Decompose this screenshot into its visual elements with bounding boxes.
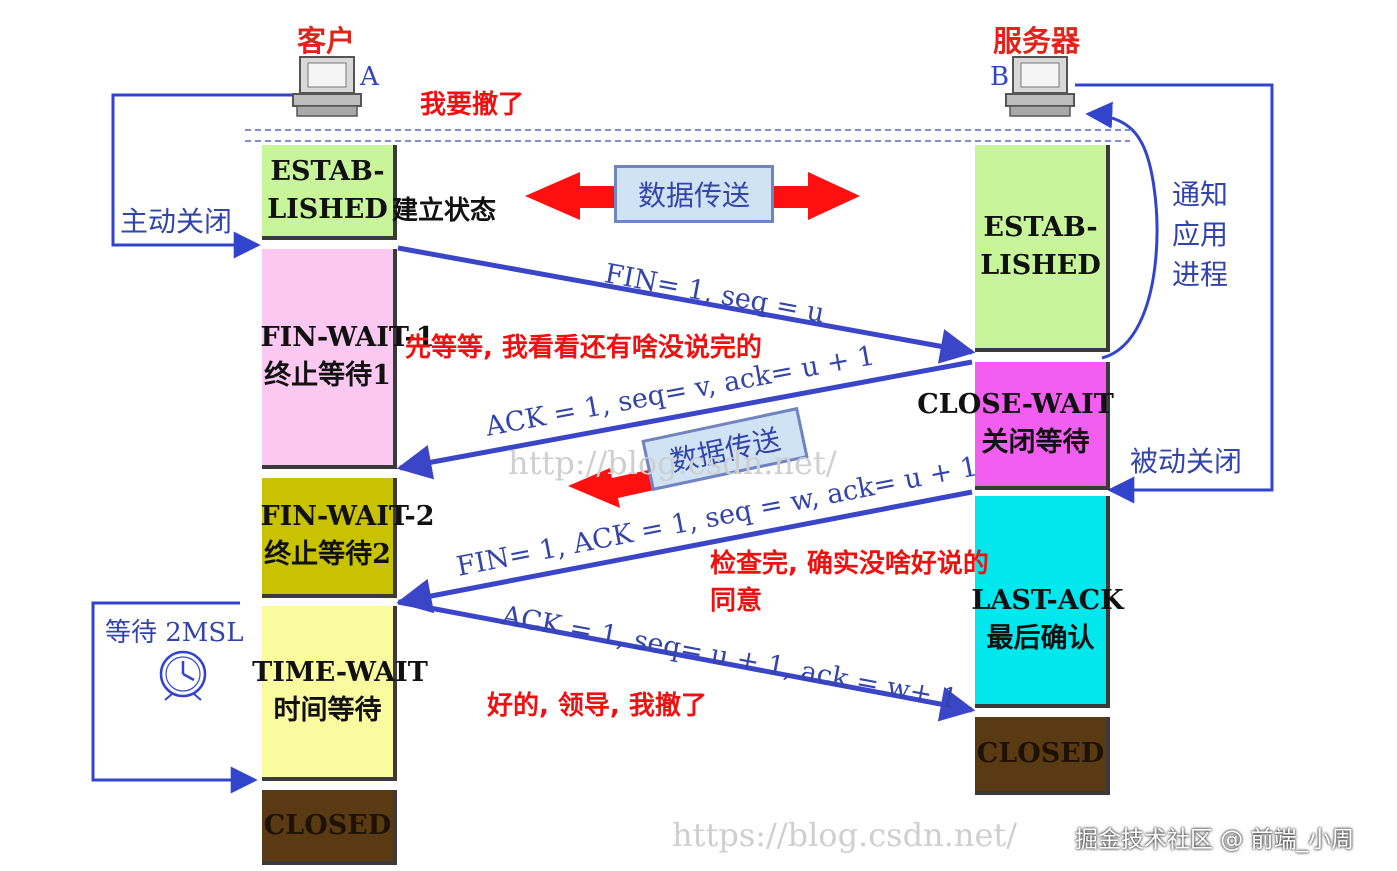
state-line: CLOSED <box>976 738 1105 769</box>
arrow-ack2 <box>397 599 976 722</box>
arrow-fin2 <box>396 489 973 614</box>
state-line: CLOSED <box>263 809 392 841</box>
watermark-mid: http://blog.csdn.net/ <box>508 444 837 482</box>
state-line: FIN-WAIT-2 <box>260 501 435 532</box>
active-close-bracket <box>111 93 300 259</box>
notify-app-line: 进程 <box>1172 258 1229 291</box>
client-title: 客户 <box>297 24 356 58</box>
arrow-ack1 <box>396 359 973 480</box>
note-2: 先等等, 我看看还有啥没说完的 <box>405 333 762 363</box>
server-letter: B <box>990 62 1010 92</box>
state-line: 终止等待2 <box>264 539 391 570</box>
wait-2msl-label: 等待 2MSL <box>105 618 244 648</box>
server-title: 服务器 <box>993 24 1081 58</box>
note-3b: 同意 <box>710 586 763 616</box>
state-line: LAST-ACK <box>971 585 1124 616</box>
state-line: 最后确认 <box>986 623 1095 654</box>
note-3a: 检查完, 确实没啥好说的 <box>710 549 989 579</box>
wait-2msl-bracket <box>91 601 258 794</box>
site-credit: 掘金技术社区 @ 前端_小周 <box>1075 827 1355 853</box>
passive-close-bracket <box>1075 83 1274 504</box>
active-close-label: 主动关闭 <box>120 205 233 238</box>
clock-icon <box>159 650 207 701</box>
state-line: 关闭等待 <box>981 427 1090 458</box>
notify-app-line: 应用 <box>1172 218 1229 251</box>
state-line: LISHED <box>980 249 1101 281</box>
client-state-time-wait: TIME-WAIT 时间等待 <box>252 606 428 781</box>
state-line: ESTAB- <box>270 155 385 187</box>
passive-close-label: 被动关闭 <box>1130 445 1243 478</box>
client-state-fin-wait-2: FIN-WAIT-2 终止等待2 <box>261 478 435 598</box>
data-transfer-box-1: 数据传送 <box>614 165 774 223</box>
server-computer-icon <box>1005 56 1075 117</box>
server-state-established: ESTAB- LISHED <box>975 145 1110 352</box>
client-state-closed: CLOSED <box>262 790 397 865</box>
notify-app-line: 通知 <box>1172 178 1229 211</box>
note-4: 好的, 领导, 我撤了 <box>487 691 707 721</box>
server-state-closed: CLOSED <box>975 717 1110 795</box>
client-state-fin-wait-1: FIN-WAIT-1 终止等待1 <box>261 249 435 469</box>
state-line: FIN-WAIT-1 <box>260 322 435 353</box>
server-state-last-ack: LAST-ACK 最后确认 <box>971 496 1124 708</box>
red-double-arrow <box>525 172 615 220</box>
client-computer-icon <box>292 56 362 117</box>
notify-app-label: 通知 应用 进程 <box>1172 175 1228 295</box>
state-line: CLOSE-WAIT <box>917 389 1114 420</box>
state-line: TIME-WAIT <box>252 656 428 688</box>
watermark-bottom: https://blog.csdn.net/ <box>672 816 1018 854</box>
client-letter: A <box>360 62 379 92</box>
note-1: 我要撤了 <box>420 90 525 120</box>
state-line: 时间等待 <box>273 694 382 726</box>
red-left-arrow <box>568 468 654 508</box>
server-state-close-wait: CLOSE-WAIT 关闭等待 <box>917 362 1114 490</box>
notify-app-curve <box>1085 101 1159 360</box>
state-line: 终止等待1 <box>264 360 391 391</box>
arrow-fin1 <box>397 245 976 364</box>
client-state-established: ESTAB- LISHED <box>262 145 397 240</box>
state-line: ESTAB- <box>983 211 1098 243</box>
established-state-label: 建立状态 <box>392 196 497 226</box>
red-double-arrow-right <box>773 172 860 220</box>
state-line: LISHED <box>267 193 388 225</box>
